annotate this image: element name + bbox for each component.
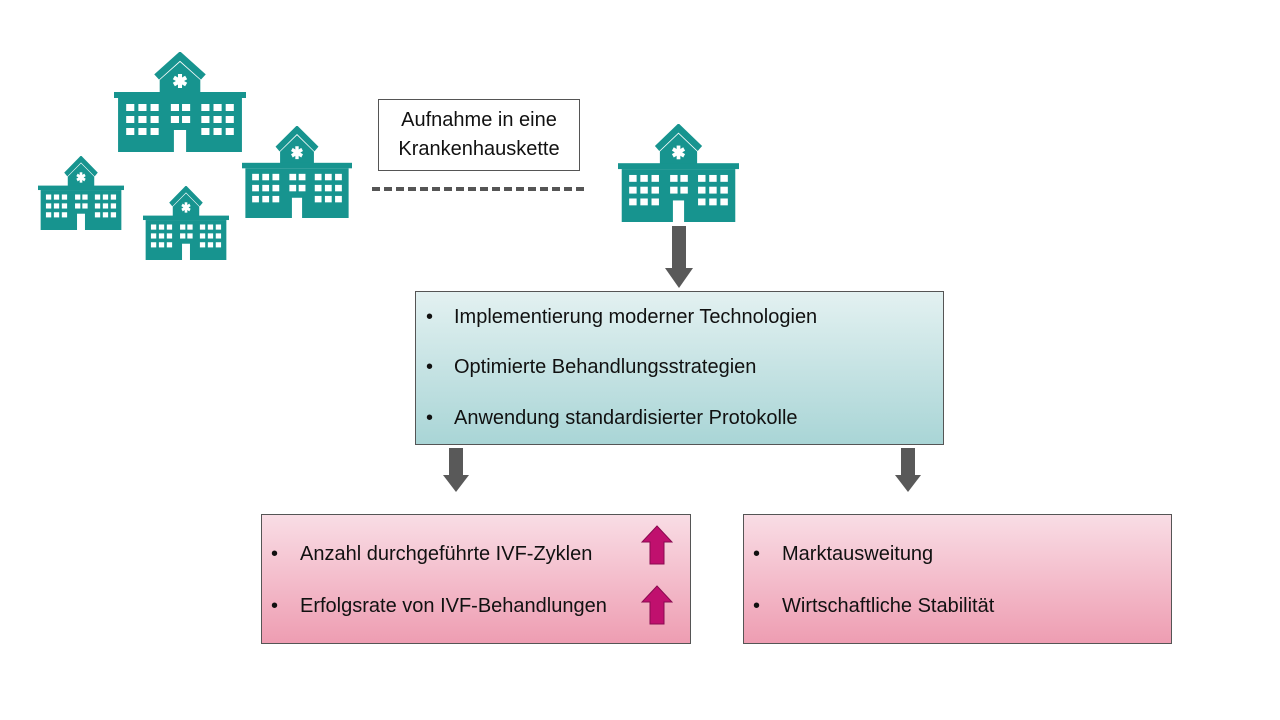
down-arrow-icon [443,448,469,492]
measure-item-3: Anwendung standardisierter Protokolle [454,407,798,429]
hospital-building-icon [38,156,124,230]
chain-label-line2: Krankenhauskette [398,138,560,160]
up-arrow-icon [641,525,673,565]
outcome-right-item-2: Wirtschaftliche Stabilität [782,595,995,617]
hospital-building-icon [143,186,229,260]
measure-bullet: • [426,356,434,378]
economic-outcomes-box: • Marktausweitung • Wirtschaftliche Stab… [743,514,1172,644]
outcome-bullet: • [271,595,279,617]
chain-label-line1: Aufnahme in eine [401,109,557,131]
outcome-left-item-2: Erfolgsrate von IVF-Behandlungen [300,595,607,617]
outcome-bullet: • [271,543,279,565]
measures-box: • Implementierung moderner Technologien … [415,291,944,445]
hospital-chain-building-icon [618,124,739,222]
chain-label-box: Aufnahme in eine Krankenhauskette [378,99,580,171]
ivf-outcomes-box: • Anzahl durchgeführte IVF-Zyklen • Erfo… [261,514,691,644]
outcome-right-item-1: Marktausweitung [782,543,934,565]
hospital-building-icon [114,52,246,152]
down-arrow-icon [665,226,693,288]
dashed-connector [372,187,584,191]
up-arrow-icon [641,585,673,625]
measure-item-2: Optimierte Behandlungsstrategien [454,356,757,378]
hospital-building-icon [242,126,352,218]
outcome-left-item-1: Anzahl durchgeführte IVF-Zyklen [300,543,593,565]
outcome-bullet: • [753,595,761,617]
measure-item-1: Implementierung moderner Technologien [454,306,818,328]
down-arrow-icon [895,448,921,492]
outcome-bullet: • [753,543,761,565]
measure-bullet: • [426,306,434,328]
measure-bullet: • [426,407,434,429]
